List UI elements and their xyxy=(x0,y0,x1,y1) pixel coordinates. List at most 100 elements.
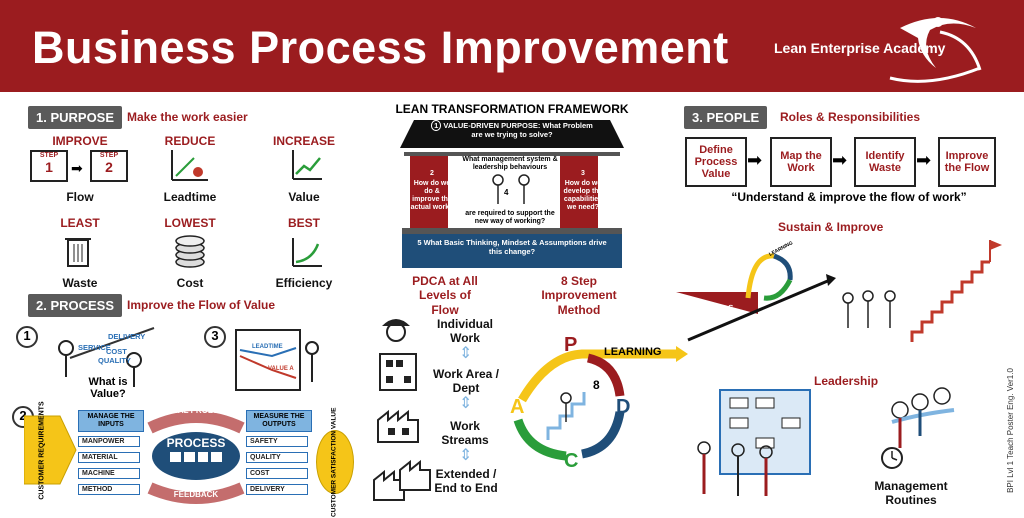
purpose-bottom-1: Flow xyxy=(66,190,94,204)
process-center-label: PROCESS xyxy=(166,436,226,450)
measure-outputs-header: MEASURE THE OUTPUTS xyxy=(246,410,312,432)
value-add-label: VALUE A xyxy=(268,366,294,372)
cost-label: COST xyxy=(106,347,127,356)
purpose-bottom-5: Cost xyxy=(176,276,204,290)
lean-academy-logo-icon xyxy=(889,17,982,83)
feedback-label: FEEDBACK xyxy=(173,490,219,499)
customer-requirements-arrow xyxy=(24,415,77,485)
process-loop-graphic xyxy=(147,411,245,504)
purpose-bottom-6: Efficiency xyxy=(275,276,333,290)
people-quote: “Understand & improve the flow of work” xyxy=(731,190,967,204)
best-curve-icon xyxy=(292,238,322,267)
process-number-3: 3 xyxy=(204,326,226,348)
purpose-top-4: LEAST xyxy=(60,216,100,230)
output-delivery: DELIVERY xyxy=(246,484,308,495)
customer-requirements-label: CUSTOMER REQUIREMENTS xyxy=(38,400,46,500)
arrow-right-icon: ➡ xyxy=(832,150,848,170)
updown-arrow-icon: ⇕ xyxy=(459,395,473,412)
people-step-3: Identify Waste xyxy=(854,137,916,187)
framework-q4-number: 4 xyxy=(504,188,509,197)
people-badge: 3. PEOPLE xyxy=(684,106,768,129)
process-badge: 2. PROCESS xyxy=(28,294,123,317)
updown-arrow-icon: ⇕ xyxy=(459,345,473,362)
purpose-top-1: IMPROVE xyxy=(52,134,108,148)
version-wrap: BPI Lvl 1 Teach Poster Eng. Ver1.0 xyxy=(998,350,1022,510)
level-work-area: Work Area / Dept xyxy=(432,367,500,395)
customer-requirements-wrap: CUSTOMER REQUIREMENTS xyxy=(24,401,60,499)
people-step-4: Improve the Flow xyxy=(938,137,996,187)
purpose-bottom-3: Value xyxy=(288,190,320,204)
management-routines-label: Management Routines xyxy=(874,479,948,507)
purpose-top-5: LOWEST xyxy=(164,216,216,230)
sustain-title: Sustain & Improve xyxy=(778,220,884,234)
work-area-icon xyxy=(379,353,417,391)
people-step-1: Define Process Value xyxy=(685,137,747,187)
framework-title: LEAN TRANSFORMATION FRAMEWORK xyxy=(395,102,629,116)
process-subtitle: Improve the Flow of Value xyxy=(127,298,276,312)
pdca-c: C xyxy=(564,450,579,472)
input-material: MATERIAL xyxy=(78,452,140,463)
output-safety: SAFETY xyxy=(246,436,308,447)
output-quality: QUALITY xyxy=(246,452,308,463)
leadtime-label: LEADTIME xyxy=(252,344,283,350)
reveal-problems-label: REVEAL PROBLEMS xyxy=(156,406,236,415)
pdca-title: PDCA at All Levels of Flow xyxy=(412,274,478,317)
level-individual: Individual Work xyxy=(436,317,493,345)
pdca-a: A xyxy=(510,396,525,418)
framework-q4a: What management system & leadership beha… xyxy=(462,156,558,172)
pdca-p: P xyxy=(564,334,578,356)
level-extended: Extended / End to End xyxy=(434,467,498,495)
pdca-d: D xyxy=(616,396,631,418)
arrow-right-icon: ➡ xyxy=(747,150,763,170)
leadership-figures-icon xyxy=(492,174,530,204)
purpose-badge: 1. PURPOSE xyxy=(28,106,123,129)
delivery-label: DELIVERY xyxy=(108,332,146,341)
factory-icon xyxy=(377,409,419,443)
pdca-cycle-graphic xyxy=(513,346,688,461)
leadership-board-graphic xyxy=(697,389,811,496)
purpose-top-2: REDUCE xyxy=(164,134,216,148)
coins-stack-icon xyxy=(175,235,205,268)
input-method: METHOD xyxy=(78,484,140,495)
sustain-graphic xyxy=(676,240,1002,342)
leadtime-board-icon xyxy=(235,329,319,391)
people-step-2: Map the Work xyxy=(770,137,832,187)
purpose-top-6: BEST xyxy=(287,216,320,230)
process-steps-row xyxy=(170,452,222,462)
arrow-right-icon: ➡ xyxy=(916,150,932,170)
framework-q5: 5 What Basic Thinking, Mindset & Assumpt… xyxy=(417,238,607,257)
management-routines-graphic xyxy=(881,387,955,469)
step2-box: STEP 2 xyxy=(90,150,128,182)
step1-box: STEP 1 xyxy=(30,150,68,182)
purpose-bottom-2: Leadtime xyxy=(163,190,217,204)
leadership-title: Leadership xyxy=(814,374,879,388)
customer-satisfaction-label: CUSTOMER SATISFACTION VALUE xyxy=(330,407,338,517)
purpose-bottom-4: Waste xyxy=(62,276,98,290)
trash-can-icon xyxy=(65,238,91,267)
purpose-subtitle: Make the work easier xyxy=(127,110,248,124)
pdca-eight: 8 xyxy=(593,378,600,392)
effort-results-chart-icon xyxy=(171,150,208,181)
header-bar xyxy=(0,0,1024,92)
pdca-learning: LEARNING xyxy=(604,346,662,358)
service-label: SERVICE xyxy=(78,343,111,352)
value-figures-icon xyxy=(58,327,155,387)
input-manpower: MANPOWER xyxy=(78,436,140,447)
framework-q4b: are required to support the new way of w… xyxy=(465,210,555,226)
updown-arrow-icon: ⇕ xyxy=(459,447,473,464)
input-machine: MACHINE xyxy=(78,468,140,479)
eight-step-title: 8 Step Improvement Method xyxy=(541,274,617,317)
worker-head-icon xyxy=(382,319,414,342)
page-title: Business Process Improvement xyxy=(32,22,729,73)
framework-house-graphic xyxy=(400,120,624,268)
extended-factories-icon xyxy=(373,459,431,501)
people-subtitle: Roles & Responsibilities xyxy=(780,110,921,124)
framework-q1: 1 VALUE-DRIVEN PURPOSE: What Problem are… xyxy=(426,120,598,139)
purpose-top-3: INCREASE xyxy=(272,134,335,148)
output-cost: COST xyxy=(246,468,308,479)
increase-chart-icon xyxy=(292,150,322,180)
level-work-streams: Work Streams xyxy=(441,419,489,447)
quality-label: QUALITY xyxy=(98,356,131,365)
